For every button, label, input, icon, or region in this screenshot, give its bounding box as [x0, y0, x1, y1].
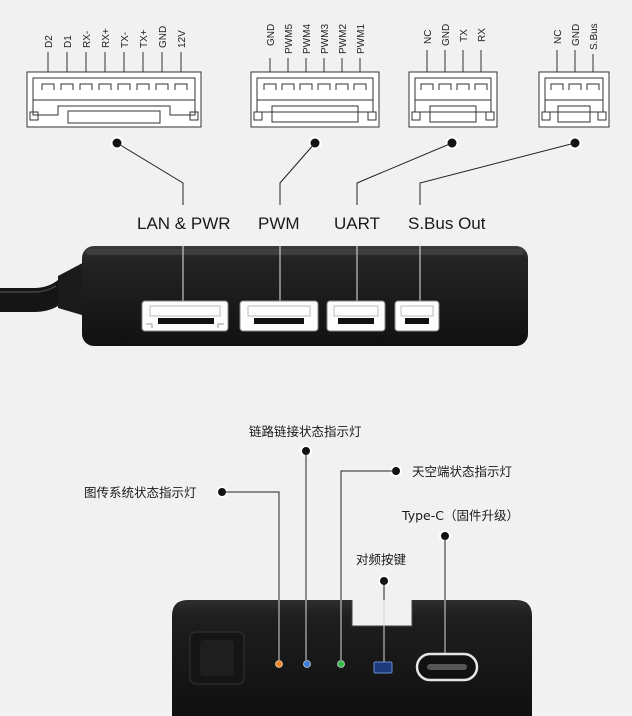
pwm-connector-detail: GND PWM5 PWM4 PWM3 PWM2 PWM1: [250, 24, 380, 128]
pin-label-12v: 12V: [177, 30, 188, 48]
led-video-system-status: [275, 660, 283, 668]
pin-label-pwm5: PWM5: [284, 24, 295, 54]
label-usb-port: Type-C（固件升级）: [401, 508, 519, 523]
port-sbus: [394, 300, 440, 332]
pin-label-nc: NC: [553, 30, 564, 44]
port-lan-pwr: [141, 300, 229, 332]
led-air-unit-status: [337, 660, 345, 668]
pin-label-gnd: GND: [571, 24, 582, 46]
pair-button[interactable]: [373, 661, 393, 674]
pin-label-rx-minus: RX-: [82, 31, 93, 48]
sbus-connector-detail: NC GND S.Bus: [538, 23, 610, 128]
pin-label-d2: D2: [44, 35, 55, 48]
port-uart: [326, 300, 386, 332]
device-end-view: [172, 600, 532, 716]
label-video-system-status-led: 图传系统状态指示灯: [84, 485, 197, 500]
pin-label-gnd: GND: [441, 24, 452, 46]
usb-c-port: [415, 652, 479, 682]
label-air-unit-status-led: 天空端状态指示灯: [412, 464, 512, 479]
pin-label-sbus: S.Bus: [589, 23, 600, 50]
label-pair-button: 对频按键: [356, 552, 407, 567]
pin-label-nc: NC: [423, 30, 434, 44]
pin-label-rx: RX: [477, 28, 488, 42]
pin-label-gnd: GND: [158, 26, 169, 48]
port-pwm: [239, 300, 319, 332]
leader-lines-top: [116, 142, 576, 205]
pin-label-tx: TX: [459, 29, 470, 42]
port-title-uart: UART: [334, 214, 380, 233]
lan-pwr-connector-detail: D2 D1 RX- RX+ TX- TX+ GND 12V: [26, 26, 202, 128]
port-title-pwm: PWM: [258, 214, 300, 233]
pin-label-pwm1: PWM1: [356, 24, 367, 54]
pin-label-pwm2: PWM2: [338, 24, 349, 54]
pin-label-pwm3: PWM3: [320, 24, 331, 54]
device-body-end: [172, 600, 532, 716]
pin-label-gnd: GND: [266, 24, 277, 46]
leader-lines-bottom: [222, 451, 446, 600]
pin-label-tx-plus: TX+: [139, 29, 150, 48]
label-link-status-led: 链路链接状态指示灯: [249, 424, 362, 439]
connector-callout-dots: [110, 136, 582, 150]
pin-label-tx-minus: TX-: [120, 32, 131, 48]
pin-label-pwm4: PWM4: [302, 24, 313, 54]
pin-label-d1: D1: [63, 35, 74, 48]
port-title-lan-pwr: LAN & PWR: [137, 214, 231, 233]
pin-label-rx-plus: RX+: [101, 28, 112, 48]
port-title-sbus: S.Bus Out: [408, 214, 486, 233]
uart-connector-detail: NC GND TX RX: [408, 24, 498, 128]
device-side-view: [0, 238, 528, 346]
led-link-status: [303, 660, 311, 668]
